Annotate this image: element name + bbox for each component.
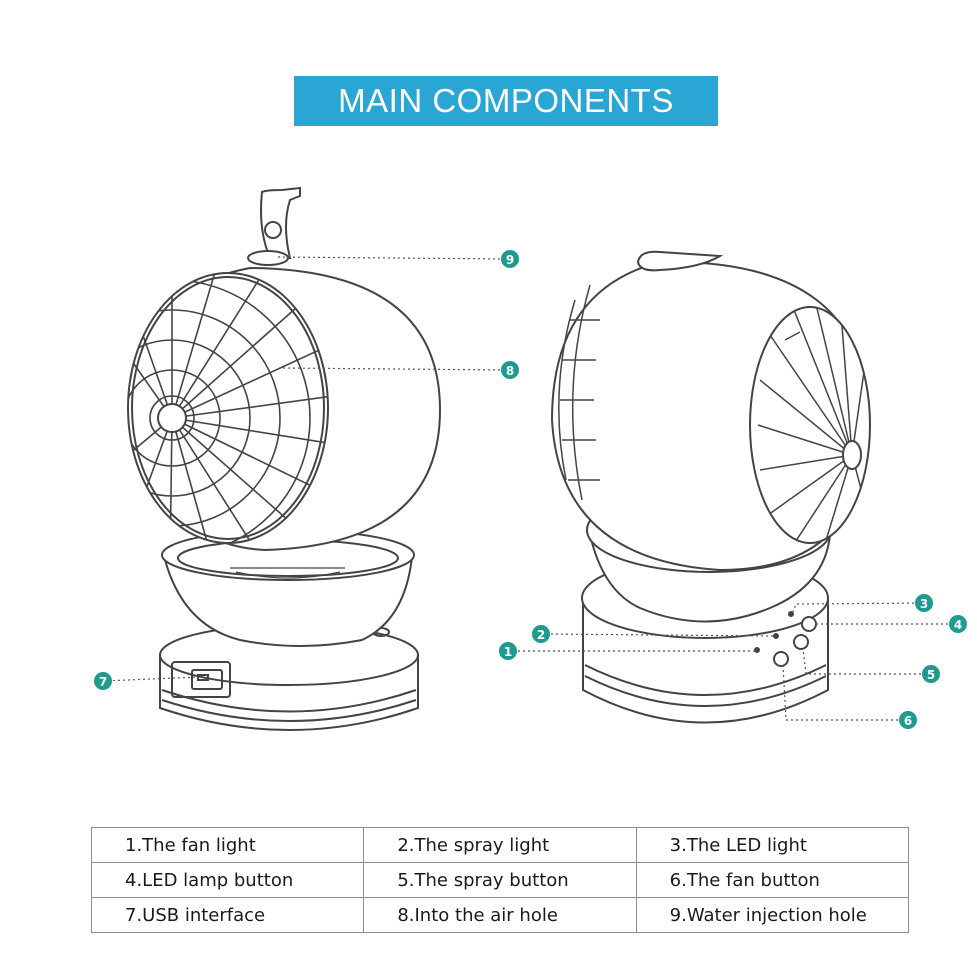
svg-text:3: 3 [920, 597, 928, 611]
legend-item-spray-light: 2.The spray light [363, 827, 637, 863]
legend-item-water-injection-hole: 9.Water injection hole [635, 897, 910, 933]
title-banner: MAIN COMPONENTS [294, 76, 718, 126]
left-fan [127, 186, 442, 731]
svg-text:8: 8 [506, 364, 514, 378]
callout-7: 7 [94, 672, 112, 690]
components-legend-table: 1.The fan light 2.The spray light 3.The … [90, 827, 910, 933]
legend-item-fan-button: 6.The fan button [635, 862, 910, 898]
left-handle [247, 186, 301, 266]
callout-lines [102, 256, 958, 721]
legend-item-fan-light: 1.The fan light [90, 827, 365, 863]
svg-text:6: 6 [904, 714, 912, 728]
legend-item-usb-interface: 7.USB interface [90, 897, 365, 933]
callout-1: 1 [499, 642, 517, 660]
svg-text:1: 1 [504, 645, 512, 659]
callout-2: 2 [532, 625, 550, 643]
fan-diagram: 1 2 3 4 5 6 7 8 [94, 186, 967, 731]
callout-3: 3 [915, 594, 933, 612]
svg-text:5: 5 [927, 668, 935, 682]
left-sphere [127, 266, 442, 552]
svg-text:4: 4 [954, 618, 962, 632]
legend-row: 1.The fan light 2.The spray light 3.The … [90, 827, 910, 863]
legend-item-led-light: 3.The LED light [635, 827, 910, 863]
svg-text:2: 2 [537, 628, 545, 642]
legend-row: 4.LED lamp button 5.The spray button 6.T… [90, 862, 910, 898]
callout-6: 6 [899, 711, 917, 729]
legend-row: 7.USB interface 8.Into the air hole 9.Wa… [90, 897, 910, 933]
legend-item-led-lamp-button: 4.LED lamp button [90, 862, 365, 898]
right-fan [550, 250, 871, 724]
callout-8: 8 [501, 361, 519, 379]
svg-text:7: 7 [99, 675, 107, 689]
callout-9: 9 [501, 250, 519, 268]
page-title: MAIN COMPONENTS [338, 82, 674, 119]
callout-5: 5 [922, 665, 940, 683]
callout-markers: 1 2 3 4 5 6 7 8 [94, 250, 967, 729]
svg-text:9: 9 [506, 253, 514, 267]
left-bowl [161, 529, 415, 647]
legend-item-air-hole: 8.Into the air hole [363, 897, 637, 933]
legend-item-spray-button: 5.The spray button [363, 862, 637, 898]
callout-4: 4 [949, 615, 967, 633]
right-sphere [550, 260, 871, 572]
